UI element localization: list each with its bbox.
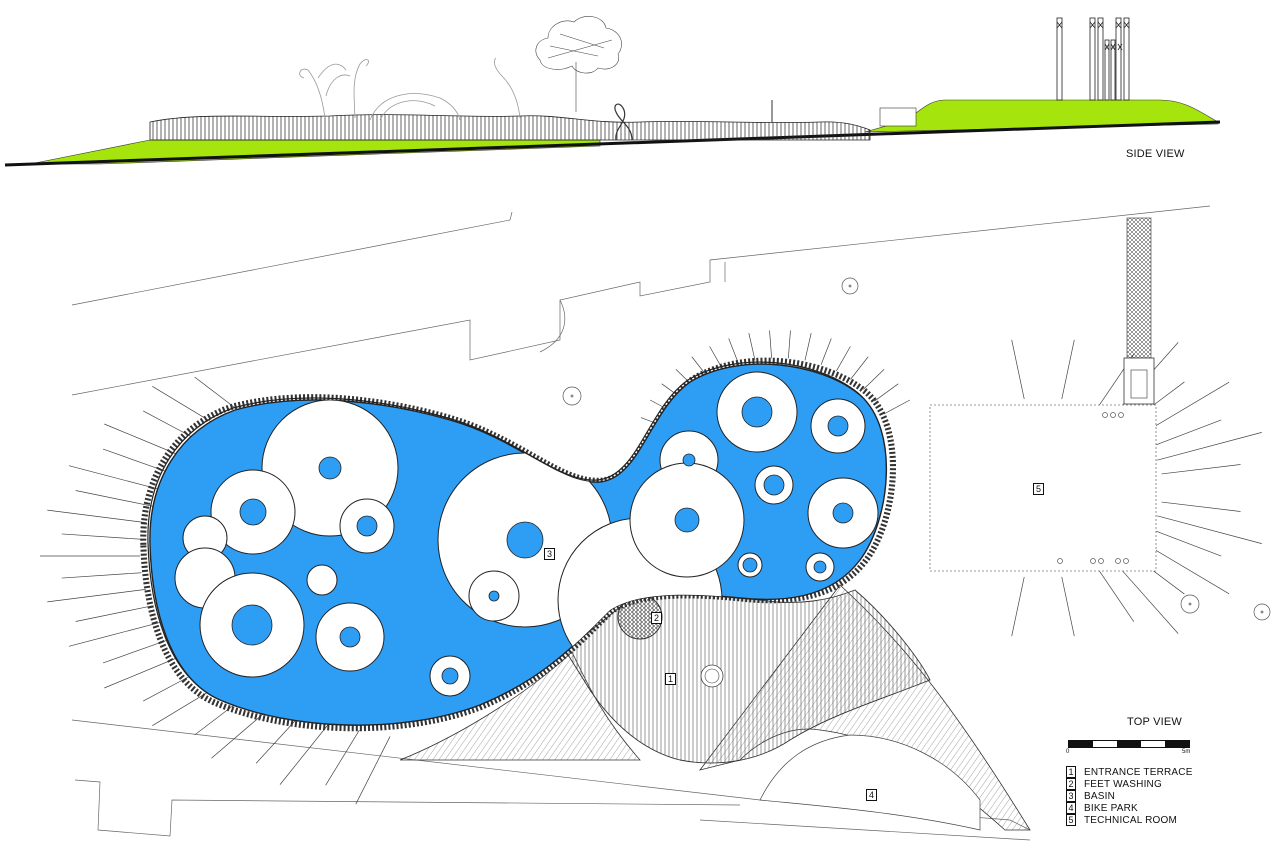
deck-ray [863,369,885,390]
basin-coping-outer [140,357,897,732]
island-center-pool [741,396,773,428]
island-center-pool [356,515,378,537]
side-technical-room [879,107,917,127]
legend-item: 1 ENTRANCE TERRACE [1066,766,1193,778]
access-stair-door [1130,369,1148,399]
legend-number: 3 [1066,790,1076,802]
deck-ray [255,713,303,764]
deck-ray [804,332,812,361]
shrub-symbols [562,277,1271,621]
deck-ray [279,722,331,785]
deck-ray [1011,576,1025,637]
side-ground-line [4,120,1221,167]
zone-tag-1: 1 [665,673,676,685]
deck-ray [75,605,154,622]
deck-ray [748,332,756,361]
legend-item: 4 BIKE PARK [1066,802,1193,814]
deck-ray [47,588,146,603]
legend-label: ENTRANCE TERRACE [1084,766,1193,778]
island-center-pool [318,456,342,480]
zone-tag-3: 3 [544,548,555,560]
deck-ray [850,356,869,380]
zone-tag-2: 2 [651,612,662,624]
legend-number: 1 [1066,766,1076,778]
island-center-pool [441,667,459,685]
deck-ray [1161,464,1241,475]
side-loop-sculpture [614,103,633,141]
bike-park-outline [759,734,981,831]
deck-ray [769,330,772,359]
terrace-tree-ring [700,664,724,688]
island-center-pool [674,507,700,533]
island-center-pool [827,415,849,437]
island-center-pool [682,453,696,467]
deck-ray [836,346,851,372]
deck-ray [68,465,164,491]
legend-number: 2 [1066,778,1076,790]
island-center-pool [239,498,267,526]
deck-ray [102,448,176,476]
island-circle [306,564,338,596]
legend-label: BIKE PARK [1084,802,1138,814]
island-center-pool [763,474,785,496]
deck-ray [788,330,791,359]
top-view [40,205,1271,841]
deck-ray [68,621,164,647]
island-center-pool [231,604,273,646]
deck-ray [47,509,146,524]
side-chimney-caps [1056,21,1130,51]
deck-ray [355,736,391,805]
deck-ray [1161,501,1241,512]
scale-bar [1068,740,1190,748]
basin-islands [174,371,879,697]
deck-ray [1061,339,1075,400]
legend-item: 3 BASIN [1066,790,1193,802]
legend-label: BASIN [1084,790,1116,802]
deck-ray [820,338,832,365]
legend-label: FEET WASHING [1084,778,1162,790]
side-view-title: SIDE VIEW [1126,148,1185,160]
legend-item: 5 TECHNICAL ROOM [1066,814,1193,826]
access-path-hatched [1126,217,1152,359]
legend-label: TECHNICAL ROOM [1084,814,1177,826]
side-pavilion-fence [149,114,871,141]
side-tree-silhouettes [299,57,521,121]
zone-tag-4: 4 [866,789,877,801]
deck-ray [75,490,154,507]
deck-ray [1149,528,1222,557]
zone-tag-5: 5 [1033,483,1044,495]
island-center-pool [813,560,827,574]
side-view [4,16,1221,167]
deck-ray [883,399,911,415]
deck-ray [1149,419,1222,448]
island-center-pool [488,590,500,602]
deck-ray [1157,432,1262,461]
legend-item: 2 FEET WASHING [1066,778,1193,790]
legend-number: 5 [1066,814,1076,826]
legend: 1 ENTRANCE TERRACE 2 FEET WASHING 3 BASI… [1066,766,1193,826]
deck-ray [1097,567,1135,622]
side-main-tree [535,16,622,112]
deck-ray [1157,515,1262,544]
island-center-pool [506,521,544,559]
scale-start-label: 0 [1066,749,1070,755]
technical-room-fixtures [1057,412,1129,564]
top-view-title: TOP VIEW [1127,716,1182,728]
deck-ray [1113,560,1179,634]
island-center-pool [742,557,758,573]
scale-end-label: 5m [1182,749,1191,755]
legend-number: 4 [1066,802,1076,814]
deck-ray [325,729,360,786]
island-center-pool [339,626,361,648]
terrace-tree-inner [704,668,720,684]
deck-ray [1061,576,1075,637]
deck-ray [61,572,142,579]
deck-ray [1011,339,1025,400]
side-chimneys [1056,17,1130,101]
deck-ray [874,383,899,402]
deck-ray [61,533,142,540]
island-center-pool [832,502,854,524]
